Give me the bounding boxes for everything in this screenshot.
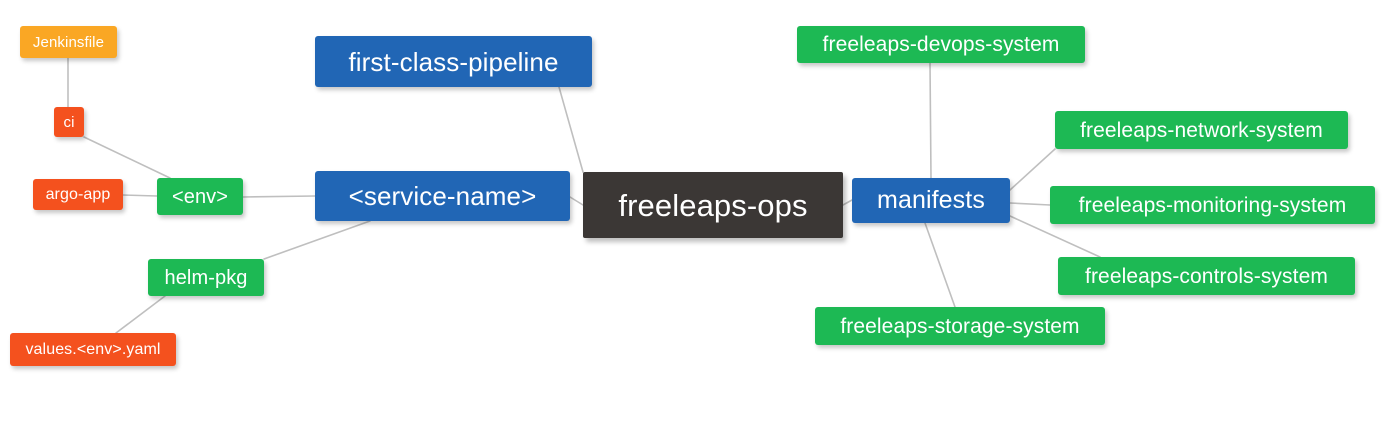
mindmap-node-values-yaml[interactable]: values.<env>.yaml — [10, 333, 176, 366]
mindmap-link-helm-pkg-to-service-name — [263, 220, 371, 260]
mindmap-node-freeleaps-monitoring-system[interactable]: freeleaps-monitoring-system — [1050, 186, 1375, 224]
mindmap-node-freeleaps-storage-system[interactable]: freeleaps-storage-system — [815, 307, 1105, 345]
mindmap-node-label: ci — [63, 113, 75, 131]
mindmap-node-jenkinsfile[interactable]: Jenkinsfile — [20, 26, 117, 58]
mindmap-link-ci-to-env — [83, 136, 171, 179]
mindmap-node-label: freeleaps-controls-system — [1085, 264, 1328, 288]
mindmap-link-manifests-to-freeleaps-network-system — [1009, 148, 1056, 191]
mindmap-node-label: helm-pkg — [164, 266, 248, 289]
mindmap-node-env[interactable]: <env> — [157, 178, 243, 215]
mindmap-node-freeleaps-controls-system[interactable]: freeleaps-controls-system — [1058, 257, 1355, 295]
mindmap-node-label: argo-app — [45, 185, 111, 203]
mindmap-link-helm-pkg-to-values-yaml — [115, 295, 166, 334]
mindmap-link-manifests-to-freeleaps-storage-system — [924, 222, 956, 308]
mindmap-node-label: freeleaps-ops — [618, 187, 808, 223]
mindmap-node-label: manifests — [877, 186, 985, 214]
mindmap-link-manifests-to-freeleaps-devops-system — [929, 62, 932, 179]
mindmap-link-service-name-to-freeleaps-ops — [569, 196, 584, 206]
mindmap-node-label: values.<env>.yaml — [25, 340, 161, 358]
mindmap-node-label: freeleaps-storage-system — [840, 314, 1080, 338]
mindmap-node-freeleaps-network-system[interactable]: freeleaps-network-system — [1055, 111, 1348, 149]
mindmap-node-argo-app[interactable]: argo-app — [33, 179, 123, 210]
mindmap-node-service-name[interactable]: <service-name> — [315, 171, 570, 221]
mindmap-node-label: first-class-pipeline — [348, 46, 559, 77]
mindmap-node-label: freeleaps-devops-system — [822, 33, 1060, 56]
mindmap-node-label: freeleaps-monitoring-system — [1078, 193, 1347, 217]
mindmap-link-env-to-service-name — [242, 195, 316, 198]
mindmap-link-freeleaps-ops-to-manifests — [842, 199, 853, 206]
mindmap-node-freeleaps-devops-system[interactable]: freeleaps-devops-system — [797, 26, 1085, 63]
mindmap-node-label: <service-name> — [348, 181, 537, 211]
mindmap-link-argo-app-to-env — [122, 194, 158, 197]
mindmap-node-helm-pkg[interactable]: helm-pkg — [148, 259, 264, 296]
mindmap-node-ci[interactable]: ci — [54, 107, 84, 137]
mindmap-node-label: <env> — [171, 185, 229, 208]
mindmap-link-first-class-pipeline-to-freeleaps-ops — [558, 86, 584, 173]
mindmap-node-freeleaps-ops[interactable]: freeleaps-ops — [583, 172, 843, 238]
mindmap-node-label: Jenkinsfile — [32, 33, 105, 51]
mindmap-node-label: freeleaps-network-system — [1080, 118, 1323, 142]
mindmap-node-first-class-pipeline[interactable]: first-class-pipeline — [315, 36, 592, 87]
mindmap-node-manifests[interactable]: manifests — [852, 178, 1010, 223]
mindmap-link-manifests-to-freeleaps-monitoring-system — [1009, 202, 1051, 206]
